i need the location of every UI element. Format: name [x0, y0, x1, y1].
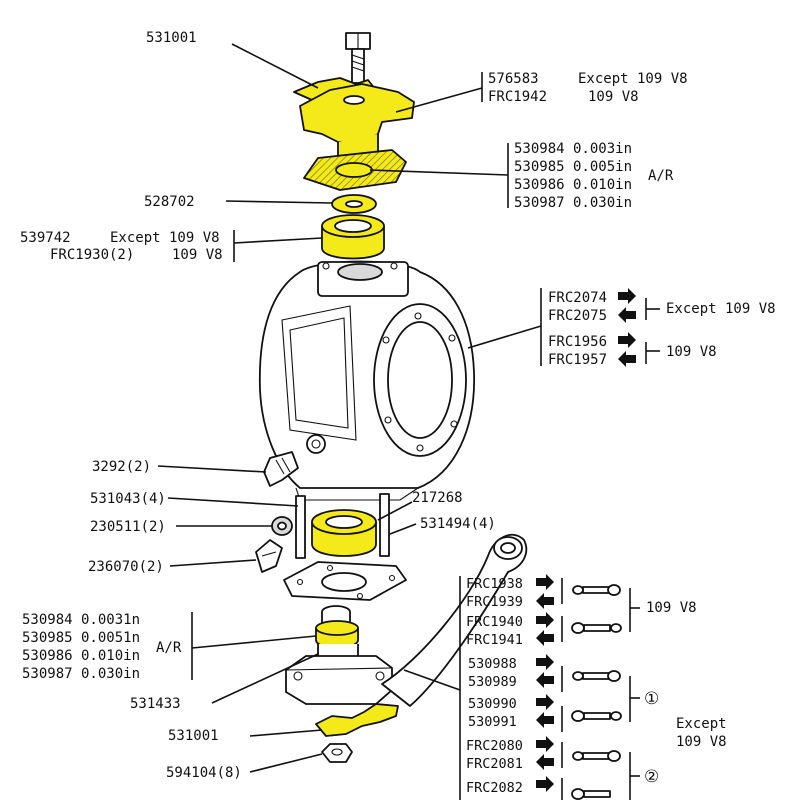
drain-plug [263, 451, 299, 487]
arrow-right-icon [536, 654, 554, 670]
label-arm-note-b1: Except [676, 716, 727, 732]
arrow-left-icon [536, 630, 554, 646]
top-bearing-cup [321, 214, 385, 260]
label-bolt-bottom: 531001 [168, 728, 219, 744]
label-bolt-top: 531001 [146, 30, 197, 46]
label-arm-note-b2: 109 V8 [676, 734, 727, 750]
label-arm-2: FRC1939 [466, 594, 523, 610]
label-arm-10: FRC2081 [466, 756, 523, 772]
nut [321, 743, 353, 763]
arrow-left-icon [536, 712, 554, 728]
label-arm-9: FRC2080 [466, 738, 523, 754]
label-stud: 531043(4) [90, 491, 166, 507]
label-bearing-b-note: 109 V8 [172, 247, 223, 263]
studs [295, 493, 390, 559]
bottom-flange [285, 655, 393, 705]
swivel-pin-housing [258, 260, 475, 501]
arm-brackets [561, 298, 660, 800]
arrow-left-icon [536, 672, 554, 688]
label-arm-7: 530990 [468, 696, 517, 712]
label-seal-top: 528702 [144, 194, 195, 210]
arrow-right-icon [618, 332, 636, 348]
label-housing-4: FRC1957 [548, 352, 607, 368]
label-circle-2: ② [644, 767, 659, 787]
label-arm-11: FRC2082 [466, 780, 523, 796]
label-arm-8: 530991 [468, 714, 517, 730]
label-washer: 230511(2) [90, 519, 166, 535]
label-bearing-a: 539742 [20, 230, 71, 246]
top-bolt [345, 32, 371, 84]
label-nipple: 236070(2) [88, 559, 164, 575]
arrow-left-icon [618, 351, 636, 367]
direction-arrows [536, 288, 636, 792]
arm-icons [571, 584, 622, 800]
label-cap-a: 576583 [488, 71, 539, 87]
label-cap-b-note: 109 V8 [588, 89, 639, 105]
label-housing-2: FRC2075 [548, 308, 607, 324]
label-arm-1: FRC1938 [466, 576, 523, 592]
bottom-bearing [311, 509, 377, 557]
arrow-right-icon [536, 776, 554, 792]
label-arm-3: FRC1940 [466, 614, 523, 630]
label-arm-6: 530989 [468, 674, 517, 690]
top-shim-pack [303, 149, 407, 191]
label-housing-note-a: Except 109 V8 [666, 301, 776, 317]
top-seal-ring [331, 194, 377, 214]
leader-lines [157, 43, 542, 800]
arrow-left-icon [536, 754, 554, 770]
washer [271, 516, 293, 536]
arrow-right-icon [536, 574, 554, 590]
arrow-left-icon [618, 307, 636, 323]
arrow-right-icon [536, 612, 554, 628]
labels: 531001 576583 Except 109 V8 FRC1942 109 … [20, 30, 776, 796]
arrow-left-icon [536, 593, 554, 609]
label-shim-bot-4: 530987 0.030in [22, 666, 140, 682]
label-shim-top-4: 530987 0.030in [514, 195, 632, 211]
label-plug: 3292(2) [92, 459, 151, 475]
label-bearing-a-note: Except 109 V8 [110, 230, 220, 246]
label-arm-4: FRC1941 [466, 632, 523, 648]
arrow-right-icon [536, 694, 554, 710]
label-pin-bottom: 531433 [130, 696, 181, 712]
label-shim-top-2: 530985 0.005in [514, 159, 632, 175]
steering-arm [381, 534, 528, 707]
label-cap-a-note: Except 109 V8 [578, 71, 688, 87]
label-cap-b: FRC1942 [488, 89, 547, 105]
label-shim-bot-ar: A/R [156, 640, 182, 656]
label-stud-right: 531494(4) [420, 516, 496, 532]
arrow-right-icon [618, 288, 636, 304]
label-arm-5: 530988 [468, 656, 517, 672]
bottom-lock-plate [315, 703, 399, 737]
label-shim-bot-2: 530985 0.0051n [22, 630, 140, 646]
grease-nipple [255, 539, 283, 573]
label-shim-bot-3: 530986 0.010in [22, 648, 140, 664]
label-shim-top-3: 530986 0.010in [514, 177, 632, 193]
label-shim-top-ar: A/R [648, 168, 674, 184]
bottom-gasket [283, 561, 407, 601]
label-bearing-b: FRC1930(2) [50, 247, 134, 263]
label-arm-note-a: 109 V8 [646, 600, 697, 616]
label-nut: 594104(8) [166, 765, 242, 781]
label-circle-1: ① [644, 689, 659, 709]
label-bearing-bottom: 217268 [412, 490, 463, 506]
arrow-right-icon [536, 736, 554, 752]
label-shim-bot-1: 530984 0.0031n [22, 612, 140, 628]
label-housing-note-b: 109 V8 [666, 344, 717, 360]
label-housing-1: FRC2074 [548, 290, 607, 306]
label-housing-3: FRC1956 [548, 334, 607, 350]
label-shim-top-1: 530984 0.003in [514, 141, 632, 157]
